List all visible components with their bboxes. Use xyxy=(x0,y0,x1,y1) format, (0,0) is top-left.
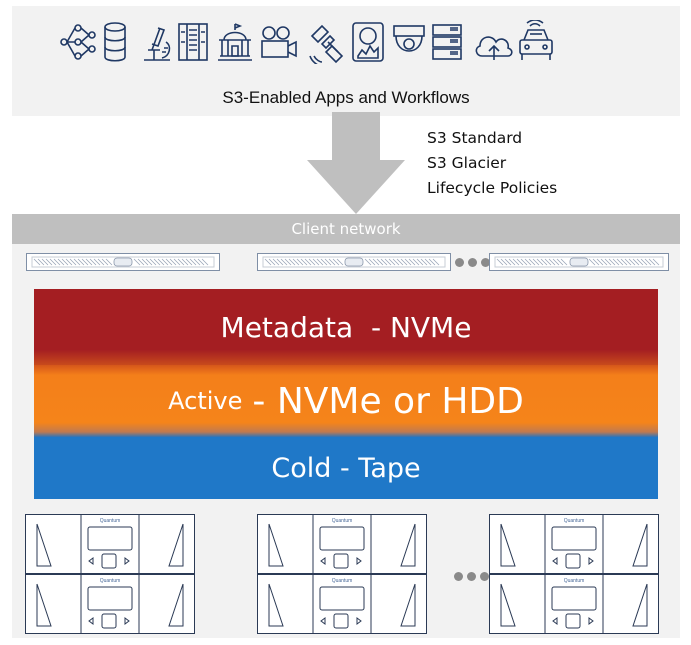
server-cabinet-icon xyxy=(178,23,208,61)
protocol-item: S3 Standard xyxy=(427,129,523,147)
satellite-icon xyxy=(309,24,344,64)
microscope-icon xyxy=(144,27,171,61)
tape-library-icon: Quantum Quantum xyxy=(257,514,427,634)
tier-metadata: Metadata - NVMe xyxy=(34,289,658,365)
apps-panel: S3-Enabled Apps and Workflows xyxy=(12,6,680,116)
tier-cold: Cold - Tape xyxy=(34,437,658,499)
tier-active: Active - NVMe or HDD xyxy=(34,365,658,437)
protocol-list: S3 Standard S3 Glacier Lifecycle Policie… xyxy=(427,126,557,201)
tier-active-prefix: Active xyxy=(168,387,243,415)
neural-network-icon xyxy=(60,24,96,60)
down-arrow-icon xyxy=(307,112,405,214)
tier-cold-label: Cold - Tape xyxy=(271,452,421,484)
security-camera-icon xyxy=(393,25,425,52)
client-network-bar: Client network xyxy=(12,214,680,244)
svg-text:Quantum: Quantum xyxy=(100,578,121,584)
tape-library-icon: Quantum Quantum xyxy=(489,514,659,634)
video-camera-icon xyxy=(261,26,297,58)
protocol-item: Lifecycle Policies xyxy=(427,179,558,197)
tier-metadata-label: Metadata - NVMe xyxy=(220,310,472,344)
database-icon xyxy=(104,22,126,62)
server-node-icon xyxy=(489,253,669,271)
svg-text:Quantum: Quantum xyxy=(564,518,585,524)
cloud-upload-icon xyxy=(475,36,513,60)
tier-active-label: - NVMe or HDD xyxy=(252,380,524,422)
app-icon-row xyxy=(60,20,553,64)
svg-text:Quantum: Quantum xyxy=(564,578,585,584)
svg-text:Quantum: Quantum xyxy=(332,518,353,524)
protocol-item: S3 Glacier xyxy=(427,154,507,172)
server-node-icon xyxy=(26,253,220,271)
more-servers-ellipsis xyxy=(455,258,490,267)
server-node-icon xyxy=(257,253,451,271)
autonomous-car-icon xyxy=(519,20,553,60)
svg-text:Quantum: Quantum xyxy=(100,518,121,524)
government-building-icon xyxy=(218,23,252,61)
tape-library-icon: Quantum Quantum xyxy=(25,514,195,634)
more-libraries-ellipsis xyxy=(454,572,489,581)
svg-text:Quantum: Quantum xyxy=(332,578,353,584)
apps-panel-label: S3-Enabled Apps and Workflows xyxy=(222,88,470,107)
server-rack-icon xyxy=(432,24,462,60)
medical-imaging-icon xyxy=(352,22,384,62)
